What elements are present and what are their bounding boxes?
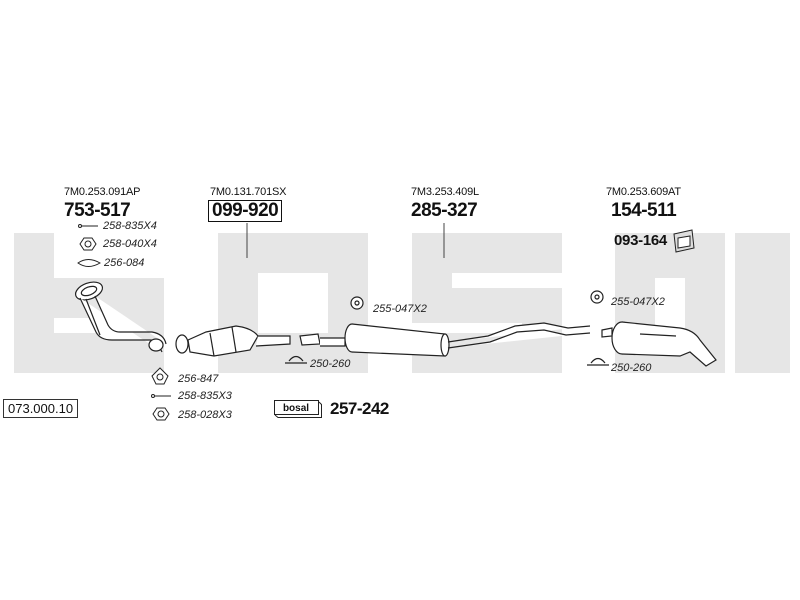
fitting-label: 258-835X3	[178, 390, 232, 402]
leader-lines	[246, 223, 445, 258]
part-number-middle-silencer[interactable]: 285-327	[411, 200, 478, 221]
fitting-label: 258-028X3	[178, 409, 232, 421]
clamp-icons	[285, 355, 609, 366]
fitting-label: 258-835X4	[103, 220, 157, 232]
oem-number-rear-silencer: 7M0.253.609AT	[606, 186, 681, 198]
fitting-label: 250-260	[611, 362, 652, 374]
kit-logo-text: bosal	[283, 403, 309, 414]
oem-number-front-pipe: 7M0.253.091AP	[64, 186, 141, 198]
reference-number: 073.000.10	[3, 399, 79, 418]
oem-number-middle-silencer: 7M3.253.409L	[411, 186, 479, 198]
oem-number-catalyst: 7M0.131.701SX	[210, 186, 287, 198]
part-number-bracket[interactable]: 093-164	[614, 232, 667, 249]
bosal-kit-logo: bosal	[274, 400, 322, 418]
fitting-label: 256-847	[178, 373, 219, 385]
kit-part-number[interactable]: 257-242	[330, 399, 389, 418]
catalyst-drawing	[175, 325, 291, 357]
fitting-label: 250-260	[310, 358, 351, 370]
front-pipe-drawing	[74, 281, 167, 353]
bracket-icon	[673, 229, 695, 253]
fitting-label: 255-047X2	[373, 303, 427, 315]
part-number-catalyst[interactable]: 099-920	[208, 200, 283, 222]
part-number-rear-silencer[interactable]: 154-511	[611, 200, 677, 221]
fitting-label: 255-047X2	[611, 296, 665, 308]
fitting-label: 256-084	[104, 257, 145, 269]
rubber-hanger-icons	[350, 290, 604, 310]
part-number-front-pipe[interactable]: 753-517	[64, 200, 131, 221]
fitting-label: 258-040X4	[103, 238, 157, 250]
middle-silencer-drawing	[299, 322, 591, 357]
rear-silencer-drawing	[601, 321, 717, 367]
fitting-icons	[77, 224, 171, 421]
